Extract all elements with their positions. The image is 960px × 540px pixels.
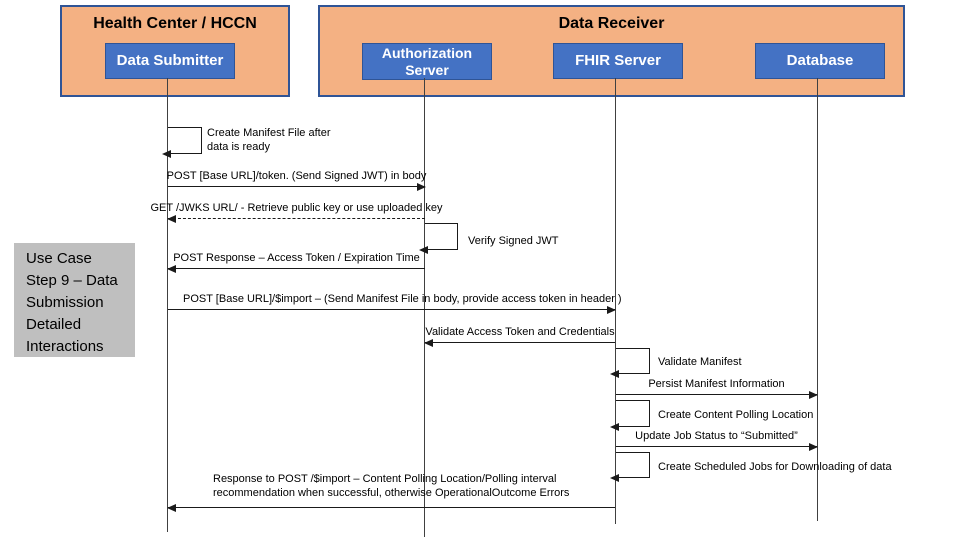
arrowhead	[167, 215, 176, 223]
arrowhead	[167, 504, 176, 512]
message-line	[168, 268, 425, 269]
actor-authorization-server: Authorization Server	[362, 43, 492, 80]
message-line	[168, 218, 425, 219]
self-message-create-polling	[610, 400, 650, 431]
message-label: Validate Access Token and Credentials	[425, 326, 615, 338]
message-label: Persist Manifest Information	[648, 378, 785, 390]
message-line	[168, 309, 615, 310]
health-center-title: Health Center / HCCN	[93, 15, 257, 32]
arrowhead	[610, 474, 619, 482]
message-line	[425, 342, 615, 343]
message-label: POST Response – Access Token / Expiratio…	[173, 252, 420, 264]
message-label: Create Manifest File after data is ready	[207, 127, 331, 153]
arrowhead	[419, 246, 428, 254]
message-update-job-status: Update Job Status to “Submitted”	[616, 430, 818, 451]
message-label: Validate Manifest	[658, 356, 742, 368]
lifeline-data-submitter	[167, 78, 168, 532]
container-health-center: Health Center / HCCN Data Submitter	[60, 5, 290, 97]
lifeline-authorization-server	[424, 78, 425, 537]
arrowhead	[424, 339, 433, 347]
arrowhead	[610, 423, 619, 431]
message-post-import: POST [Base URL]/$import – (Send Manifest…	[168, 293, 622, 314]
lifeline-fhir-server	[615, 78, 616, 524]
lifeline-database	[817, 78, 818, 521]
self-message-verify-jwt	[419, 223, 458, 254]
container-data-receiver: Data Receiver Authorization Server FHIR …	[318, 5, 905, 97]
message-line	[168, 507, 615, 508]
arrowhead	[167, 265, 176, 273]
arrowhead	[809, 443, 818, 451]
self-message-validate-manifest	[610, 348, 650, 378]
message-label: POST [Base URL]/$import – (Send Manifest…	[183, 293, 622, 305]
message-post-response: POST Response – Access Token / Expiratio…	[167, 252, 425, 273]
data-receiver-title: Data Receiver	[558, 15, 665, 32]
message-import-response: Response to POST /$import – Content Poll…	[167, 468, 615, 512]
arrowhead	[162, 150, 171, 158]
message-label: POST [Base URL]/token. (Send Signed JWT)…	[166, 170, 427, 182]
message-label: Update Job Status to “Submitted”	[635, 430, 798, 442]
message-label: Create Content Polling Location	[658, 409, 814, 421]
self-message-create-manifest	[162, 127, 202, 158]
actor-database: Database	[755, 43, 885, 79]
message-label: Create Scheduled Jobs for Downloading of…	[658, 461, 892, 473]
self-message-create-scheduled-jobs	[610, 452, 650, 482]
message-persist-manifest: Persist Manifest Information	[616, 378, 818, 399]
arrowhead	[417, 183, 426, 191]
message-post-token: POST [Base URL]/token. (Send Signed JWT)…	[166, 170, 427, 191]
arrowhead	[809, 391, 818, 399]
actor-data-submitter: Data Submitter	[105, 43, 235, 79]
use-case-note: Use Case Step 9 – Data Submission Detail…	[14, 243, 135, 357]
message-label: Response to POST /$import – Content Poll…	[213, 473, 570, 499]
message-line	[616, 394, 817, 395]
message-label: Verify Signed JWT	[468, 235, 559, 247]
message-line	[168, 186, 425, 187]
actor-fhir-server: FHIR Server	[553, 43, 683, 79]
message-label: GET /JWKS URL/ - Retrieve public key or …	[150, 202, 443, 214]
message-validate-token: Validate Access Token and Credentials	[424, 326, 615, 347]
arrowhead	[610, 370, 619, 378]
message-get-jwks: GET /JWKS URL/ - Retrieve public key or …	[150, 202, 443, 223]
arrowhead	[607, 306, 616, 314]
message-line	[616, 446, 817, 447]
